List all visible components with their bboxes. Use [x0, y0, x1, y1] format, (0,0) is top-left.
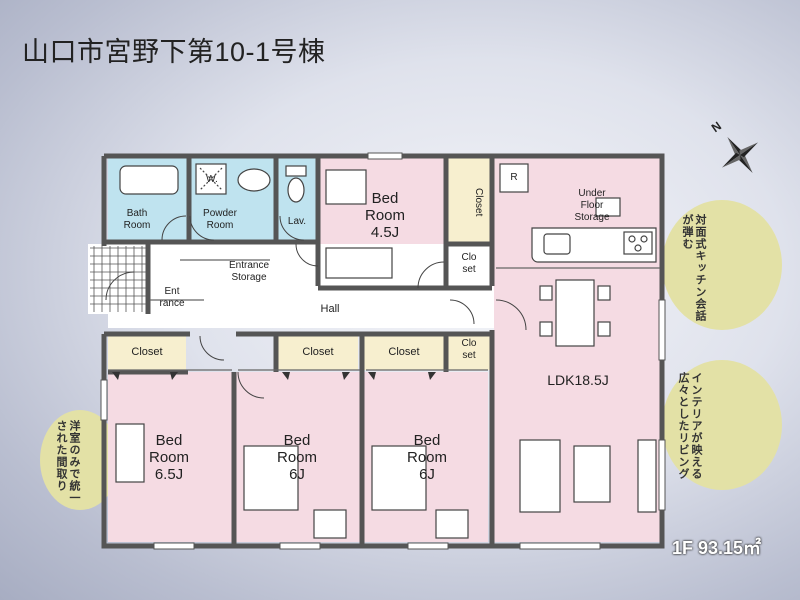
- room-label-under-floor-storage: Under Floor Storage: [574, 188, 610, 223]
- room-label-entrance: Ent rance: [159, 286, 185, 309]
- room-label-ldk: LDK18.5J: [547, 372, 609, 388]
- room-label-bed-6-5: Bed Room 6.5J: [148, 432, 189, 483]
- living-callout: [662, 360, 782, 490]
- room-label-closet-vertical: Closet: [473, 187, 484, 217]
- room-label-w: W.: [206, 174, 218, 185]
- room-label-r: R: [510, 172, 518, 183]
- room-label-bed-4-5: Bed Room 4.5J: [364, 190, 405, 241]
- room-label-closet-b: Closet: [302, 346, 334, 358]
- room-label-powder: Powder Room: [203, 208, 237, 231]
- fixtures: [115, 163, 657, 539]
- room-label-lav: Lav.: [287, 216, 307, 227]
- closet-marks: [112, 372, 436, 380]
- japanese-callout: [40, 410, 120, 510]
- entrance-tiles: [90, 246, 146, 312]
- kitchen-callout: [662, 200, 782, 330]
- thin-lines: [108, 259, 660, 371]
- room-label-bed-6-a: Bed Room 6J: [276, 432, 317, 483]
- room-label-closet-small-1: Clo set: [461, 252, 477, 275]
- walls: [101, 153, 665, 549]
- japanese-callout-text: 洋室のみで統一された間取り: [55, 420, 80, 504]
- compass-icon: [721, 136, 759, 174]
- room-label-bath: Bath Room: [123, 208, 151, 231]
- room-label-entrance-storage: Entrance Storage: [228, 260, 270, 283]
- floor-area-label: 1F 93.15㎡: [672, 538, 762, 558]
- room-label-closet-c: Closet: [388, 346, 420, 358]
- page-title: 山口市宮野下第10-1号棟: [22, 37, 326, 67]
- room-label-hall: Hall: [320, 303, 340, 315]
- kitchen-callout-text: 対面式キッチン会話が弾む: [681, 214, 706, 322]
- room-label-closet-a: Closet: [131, 346, 163, 358]
- door-swings: [105, 215, 527, 399]
- windows: [100, 152, 666, 550]
- room-label-closet-small-2: Clo set: [461, 338, 477, 361]
- room-label-bed-6-b: Bed Room 6J: [406, 432, 447, 483]
- living-callout-text: インテリアが映える広々としたリビング: [677, 372, 702, 480]
